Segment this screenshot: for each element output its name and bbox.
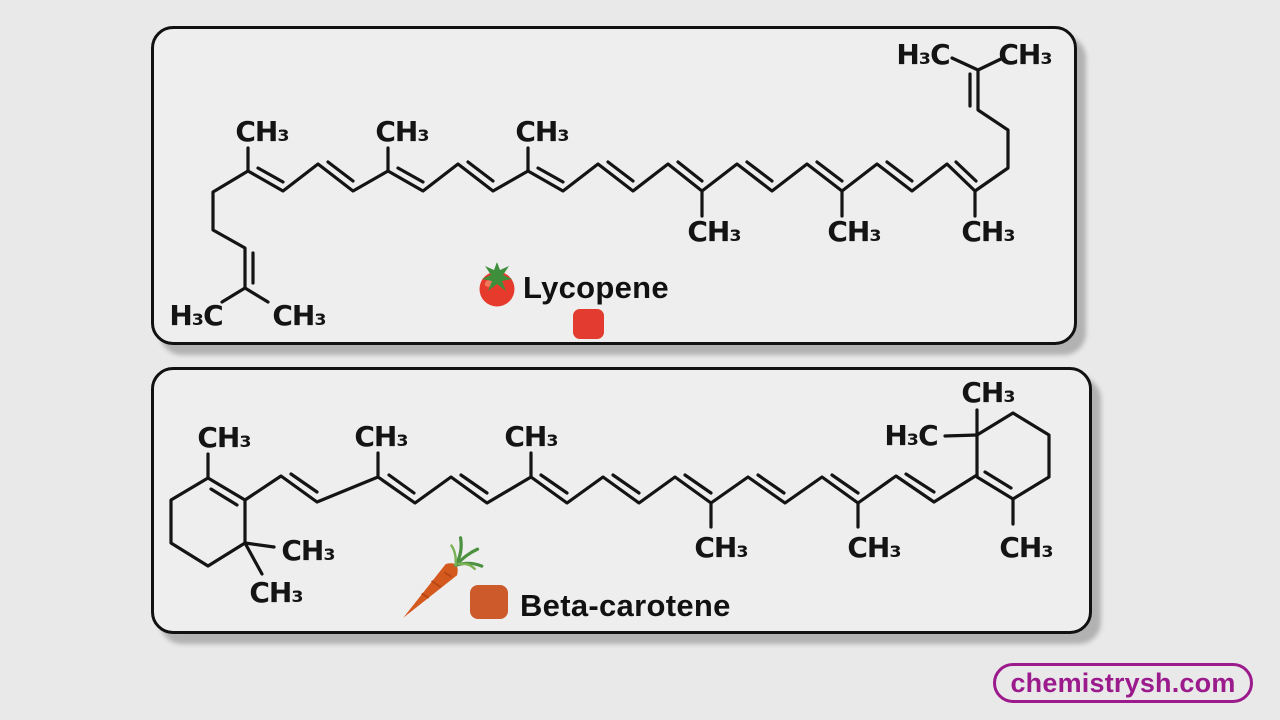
methyl-label: CH₃: [998, 38, 1052, 71]
beta-carotene-color-swatch: [470, 585, 508, 619]
methyl-label: CH₃: [961, 215, 1015, 248]
beta-carotene-caption: Beta-carotene: [520, 588, 731, 623]
methyl-label: CH₃: [694, 531, 748, 564]
methyl-label: CH₃: [272, 299, 326, 332]
methyl-label: CH₃: [354, 420, 408, 453]
methyl-label: CH₃: [249, 576, 303, 609]
methyl-label: CH₃: [687, 215, 741, 248]
methyl-label: CH₃: [961, 376, 1015, 409]
methyl-label: CH₃: [281, 534, 335, 567]
watermark-text: chemistrysh.com: [1010, 667, 1236, 698]
methyl-label: H₃C: [884, 419, 938, 452]
methyl-label: CH₃: [235, 115, 289, 148]
methyl-label: CH₃: [847, 531, 901, 564]
methyl-label: H₃C: [169, 299, 223, 332]
methyl-label: CH₃: [999, 531, 1053, 564]
lycopene-color-swatch: [573, 309, 604, 339]
watermark-badge: chemistrysh.com: [993, 663, 1253, 703]
methyl-label: CH₃: [504, 420, 558, 453]
methyl-label: CH₃: [827, 215, 881, 248]
methyl-label: CH₃: [197, 421, 251, 454]
lycopene-caption: Lycopene: [523, 270, 669, 305]
methyl-label: CH₃: [515, 115, 569, 148]
methyl-label: CH₃: [375, 115, 429, 148]
methyl-label: H₃C: [896, 38, 950, 71]
